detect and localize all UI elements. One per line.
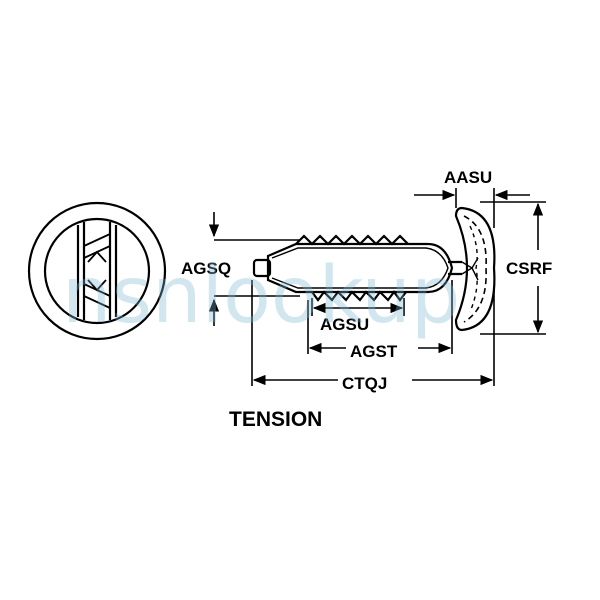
diagram-title: TENSION — [229, 408, 322, 431]
label-agsu: AGSU — [320, 315, 369, 334]
label-aasu: AASU — [444, 168, 492, 187]
fastener-side-view — [252, 206, 496, 332]
watermark-text: nsnlookup — [62, 251, 460, 341]
label-agst: AGST — [350, 342, 398, 361]
end-view — [27, 201, 167, 341]
dimension-lines — [208, 188, 546, 386]
label-csrf: CSRF — [506, 259, 552, 278]
label-ctqj: CTQJ — [342, 374, 387, 393]
label-agsq: AGSQ — [181, 259, 231, 278]
